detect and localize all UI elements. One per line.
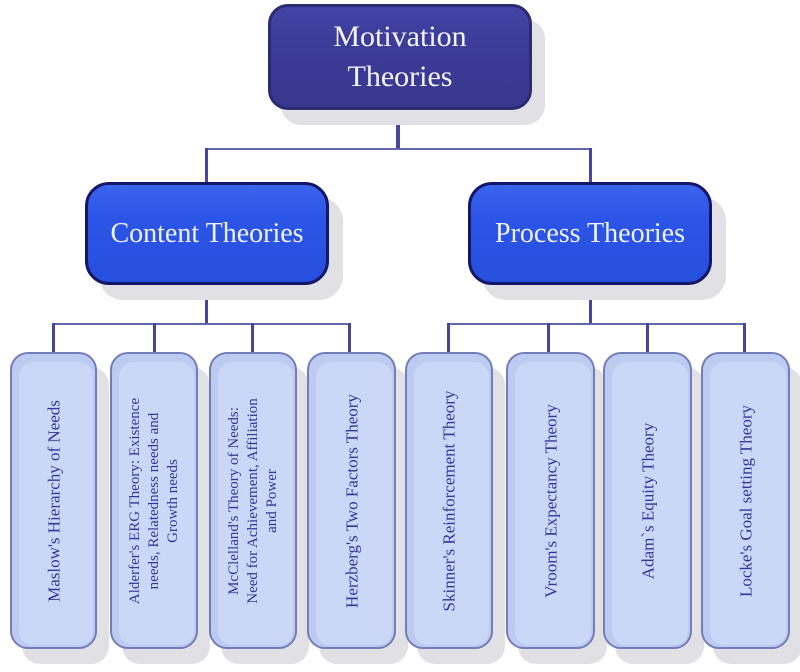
connector-root-stem bbox=[396, 110, 400, 149]
leaf-bevel bbox=[119, 362, 194, 645]
node-vroom-expectancy: Vroom's Expectancy Theory bbox=[506, 352, 595, 649]
connector-content-hline bbox=[52, 323, 350, 325]
node-alderfer-erg: Alderfer's ERG Theory: Existence needs, … bbox=[110, 352, 198, 649]
leaf-bevel bbox=[19, 362, 93, 645]
node-herzberg-two-factors: Herzberg's Two Factors Theory bbox=[307, 352, 396, 649]
leaf-label: Skinner's Reinforcement Theory bbox=[439, 390, 459, 611]
connector-content-drop bbox=[205, 148, 208, 183]
node-maslow-hierarchy: Maslow's Hierarchy of Needs bbox=[10, 352, 97, 649]
leaf-label: McClelland's Theory of Needs: Need for A… bbox=[225, 397, 280, 604]
leaf-label: Locke's Goal setting Theory bbox=[735, 404, 755, 597]
node-skinner-reinforcement: Skinner's Reinforcement Theory bbox=[405, 352, 493, 649]
connector-leaf7-drop bbox=[646, 323, 649, 353]
leaf-label: Adam`s Equity Theory bbox=[637, 422, 657, 579]
connector-leaf6-drop bbox=[547, 323, 550, 353]
connector-leaf5-drop bbox=[447, 323, 450, 353]
connector-process-hline bbox=[447, 323, 745, 325]
leaf-bevel bbox=[612, 362, 688, 645]
leaf-label: Alderfer's ERG Theory: Existence needs, … bbox=[126, 397, 181, 604]
leaf-label: Maslow's Hierarchy of Needs bbox=[43, 399, 63, 602]
node-motivation-theories: Motivation Theories bbox=[268, 4, 532, 110]
node-content-theories: Content Theories bbox=[85, 182, 329, 285]
connector-content-stem bbox=[205, 285, 208, 325]
connector-leaf2-drop bbox=[153, 323, 156, 353]
connector-process-stem bbox=[589, 285, 592, 325]
connector-process-drop bbox=[589, 148, 592, 183]
leaf-bevel bbox=[515, 362, 591, 645]
node-mcclelland-needs: McClelland's Theory of Needs: Need for A… bbox=[209, 352, 297, 649]
node-locke-goal-setting: Locke's Goal setting Theory bbox=[701, 352, 790, 649]
connector-leaf4-drop bbox=[348, 323, 351, 353]
leaf-bevel bbox=[316, 362, 392, 645]
leaf-label: Herzberg's Two Factors Theory bbox=[341, 393, 361, 608]
connector-leaf8-drop bbox=[743, 323, 746, 353]
leaf-label: Vroom's Expectancy Theory bbox=[540, 403, 560, 598]
connector-level1-hline bbox=[206, 148, 592, 150]
leaf-bevel bbox=[414, 362, 489, 645]
leaf-bevel bbox=[218, 362, 293, 645]
connector-leaf3-drop bbox=[251, 323, 254, 353]
connector-leaf1-drop bbox=[52, 323, 55, 353]
node-process-theories: Process Theories bbox=[468, 182, 712, 285]
node-adams-equity: Adam`s Equity Theory bbox=[603, 352, 692, 649]
leaf-bevel bbox=[710, 362, 786, 645]
